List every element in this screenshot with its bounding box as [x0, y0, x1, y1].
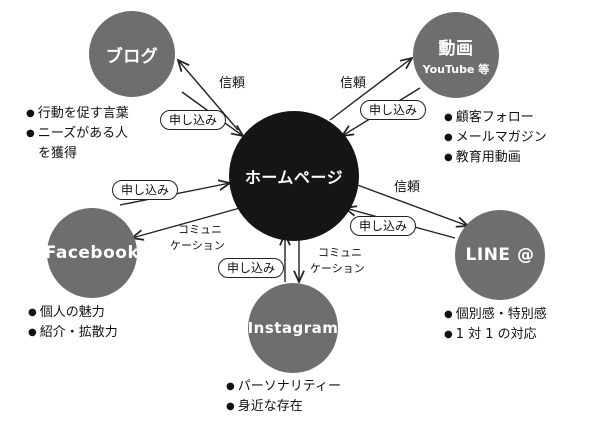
facebook-communication-line1: コミュニ [178, 223, 222, 236]
node-line: LINE @ [455, 210, 545, 300]
instagram-bullets: パーソナリティー 身近な存在 [226, 377, 341, 417]
line-bullet-2: 1 対 1 の対応 [444, 325, 547, 345]
blog-bullet-2-cont: を獲得 [38, 146, 78, 161]
youtube-sublabel: YouTube 等 [422, 62, 490, 76]
youtube-trust-label: 信頼 [340, 76, 367, 91]
youtube-apply-pill: 申し込み [360, 100, 427, 120]
blog-bullets: 行動を促す言葉 ニーズがある人 を獲得 [26, 104, 129, 164]
line-label: LINE @ [465, 245, 535, 265]
youtube-bullet-2: メールマガジン [444, 128, 547, 148]
facebook-bullet-2: 紹介・拡散力 [28, 323, 118, 343]
blog-apply-pill: 申し込み [160, 110, 227, 130]
blog-bullet-1: 行動を促す言葉 [26, 104, 129, 124]
blog-bullet-2: ニーズがある人 [26, 124, 129, 144]
node-youtube: 動画 YouTube 等 [413, 12, 499, 98]
instagram-communication-line1: コミュニ [318, 246, 362, 259]
node-homepage: ホームページ [229, 111, 359, 241]
arrow-home-to-line [351, 182, 468, 226]
youtube-label: 動画 [438, 38, 474, 59]
instagram-bullet-2: 身近な存在 [226, 397, 341, 417]
arrow-home-to-blog [178, 60, 239, 131]
instagram-label: Instagram [247, 319, 339, 337]
facebook-label: Facebook [44, 243, 140, 263]
arrow-home-to-youtube [329, 58, 412, 121]
instagram-bullet-1: パーソナリティー [226, 377, 341, 397]
facebook-communication-line2: ケーション [170, 239, 225, 252]
line-trust-label: 信頼 [394, 180, 421, 195]
homepage-label: ホームページ [244, 168, 344, 187]
instagram-apply-pill: 申し込み [218, 258, 285, 278]
facebook-bullet-1: 個人の魅力 [28, 303, 118, 323]
arrow-home-to-facebook [132, 207, 241, 238]
node-blog: ブログ [89, 11, 175, 97]
facebook-bullets: 個人の魅力 紹介・拡散力 [28, 303, 118, 343]
youtube-bullets: 顧客フォロー メールマガジン 教育用動画 [444, 108, 547, 168]
youtube-bullet-1: 顧客フォロー [444, 108, 547, 128]
node-instagram: Instagram [248, 283, 338, 373]
youtube-bullet-3: 教育用動画 [444, 148, 547, 168]
line-bullet-1: 個別感・特別感 [444, 305, 547, 325]
line-bullets: 個別感・特別感 1 対 1 の対応 [444, 305, 547, 345]
blog-trust-label: 信頼 [219, 76, 246, 91]
instagram-communication-line2: ケーション [310, 262, 365, 275]
node-facebook: Facebook [44, 208, 140, 298]
blog-label: ブログ [105, 46, 159, 67]
line-apply-pill: 申し込み [350, 216, 417, 236]
facebook-apply-pill: 申し込み [112, 180, 179, 200]
